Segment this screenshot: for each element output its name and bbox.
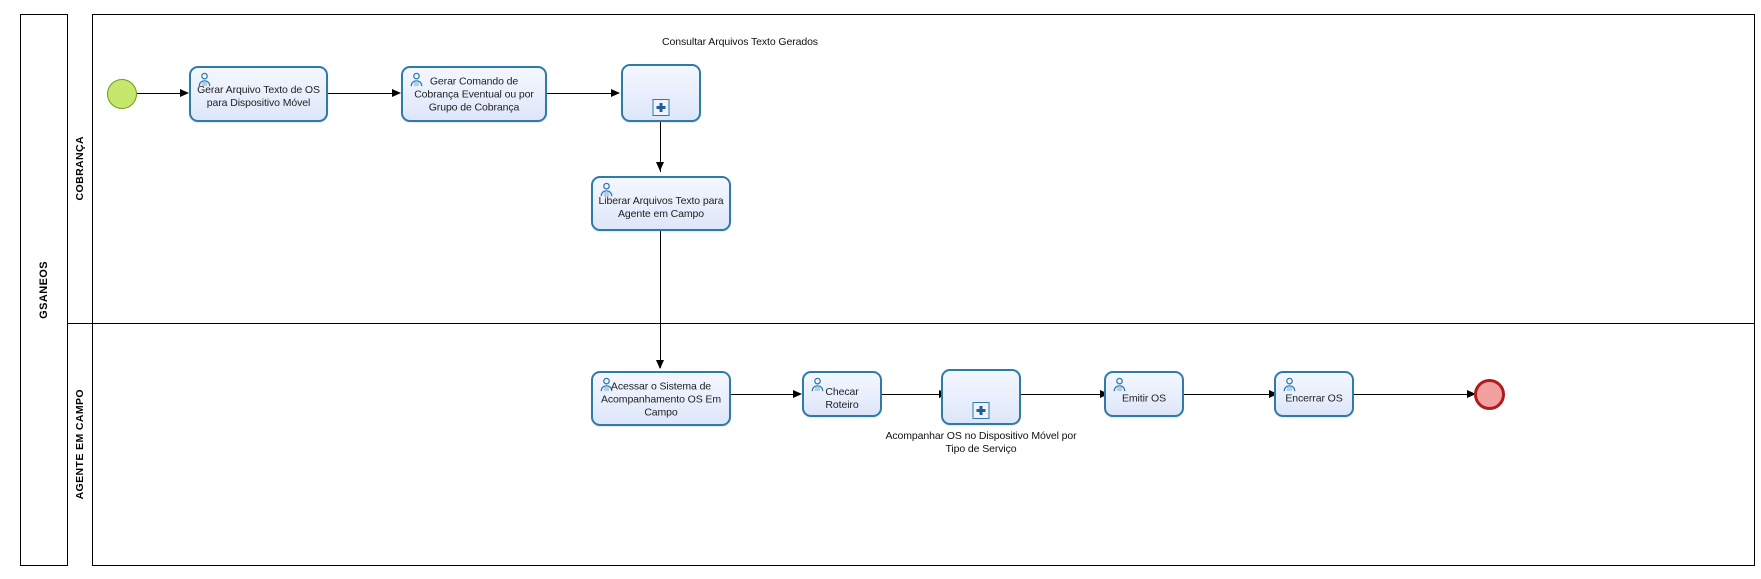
- task-label: Acessar o Sistema de Acompanhamento OS E…: [601, 380, 721, 419]
- flow-arrow: [656, 162, 664, 171]
- lane-header-cobranca: COBRANÇA: [68, 14, 93, 323]
- flow-emitir-to-encerrar: [1184, 394, 1270, 396]
- flow-start-to-gerar-arquivo: [137, 93, 181, 95]
- subprocess-label-acompanhar-os: Acompanhar OS no Dispositivo Móvel por T…: [885, 430, 1077, 455]
- pool-title-label: GSANEOS: [37, 261, 50, 319]
- flow-gerar-arquivo-to-gerar-comando: [328, 93, 393, 95]
- user-task-icon: [600, 377, 613, 392]
- flow-arrow: [180, 89, 189, 97]
- user-task-icon: [198, 72, 211, 87]
- task-emitir-os[interactable]: Emitir OS: [1104, 371, 1184, 417]
- task-label: Checar Roteiro: [825, 386, 859, 412]
- start-event[interactable]: [107, 79, 137, 109]
- lane-header-agente-em-campo: AGENTE EM CAMPO: [68, 323, 93, 566]
- task-label: Liberar Arquivos Texto para Agente em Ca…: [598, 194, 724, 220]
- task-label: Encerrar OS: [1285, 392, 1343, 405]
- task-acessar-sistema-acompanhamento[interactable]: Acessar o Sistema de Acompanhamento OS E…: [591, 371, 731, 426]
- task-label: Emitir OS: [1121, 392, 1167, 405]
- task-label: Gerar Arquivo Texto de OS para Dispositi…: [197, 84, 320, 110]
- flow-arrow: [392, 89, 401, 97]
- flow-arrow: [1467, 390, 1476, 398]
- task-liberar-arquivos-texto[interactable]: Liberar Arquivos Texto para Agente em Ca…: [591, 176, 731, 231]
- task-gerar-comando-cobranca[interactable]: Gerar Comando de Cobrança Eventual ou po…: [401, 66, 547, 122]
- flow-acompanhar-to-emitir: [1021, 394, 1101, 396]
- lane-label-cobranca: COBRANÇA: [74, 136, 86, 201]
- flow-arrow: [793, 390, 802, 398]
- flow-arrow: [611, 89, 620, 97]
- task-label: Gerar Comando de Cobrança Eventual ou po…: [414, 75, 534, 114]
- expand-plus-icon[interactable]: [652, 99, 670, 116]
- lane-separator: [68, 323, 1755, 324]
- flow-encerrar-to-end: [1354, 394, 1468, 396]
- flow-acessar-to-checar: [731, 394, 794, 396]
- end-event[interactable]: [1474, 379, 1505, 410]
- user-task-icon: [811, 377, 824, 392]
- task-gerar-arquivo-texto-os[interactable]: Gerar Arquivo Texto de OS para Dispositi…: [189, 66, 328, 122]
- user-task-icon: [1283, 377, 1296, 392]
- task-checar-roteiro[interactable]: Checar Roteiro: [802, 371, 882, 417]
- subprocess-consultar-arquivos-texto-gerados[interactable]: [621, 64, 701, 122]
- lane-label-agente-em-campo: AGENTE EM CAMPO: [74, 389, 86, 500]
- flow-liberar-to-acessar: [660, 231, 662, 368]
- pool-title: GSANEOS: [20, 14, 68, 566]
- user-task-icon: [600, 182, 613, 197]
- flow-gerar-comando-to-consultar-arquivos: [547, 93, 612, 95]
- flow-arrow: [656, 360, 664, 369]
- user-task-icon: [1113, 377, 1126, 392]
- user-task-icon: [410, 72, 423, 87]
- task-encerrar-os[interactable]: Encerrar OS: [1274, 371, 1354, 417]
- flow-consultar-to-liberar: [660, 122, 662, 172]
- flow-arrow: [1269, 390, 1278, 398]
- subprocess-acompanhar-os-dispositivo-movel[interactable]: [941, 369, 1021, 425]
- expand-plus-icon[interactable]: [972, 402, 990, 419]
- subprocess-label-consultar-arquivos: Consultar Arquivos Texto Gerados: [662, 36, 818, 48]
- flow-checar-to-acompanhar: [882, 394, 940, 396]
